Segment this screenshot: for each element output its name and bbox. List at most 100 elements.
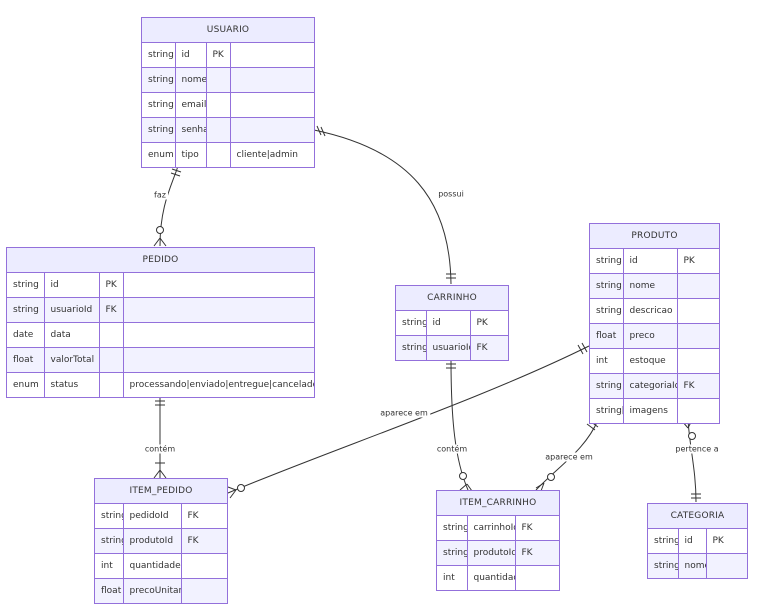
attr-name: nome	[623, 273, 678, 299]
attr-type: string[]	[590, 398, 624, 423]
attr-comment: cliente|admin	[230, 142, 314, 167]
attr-key: FK	[181, 528, 227, 554]
attr-name: imagens	[623, 398, 678, 423]
attr-type: string	[648, 553, 679, 578]
attr-type: string	[142, 43, 176, 68]
label-pertence-a: pertence a	[673, 444, 721, 454]
entity-title: PRODUTO	[590, 224, 719, 249]
attr-type: string	[437, 516, 468, 541]
attr-key	[206, 142, 231, 167]
attr-comment	[230, 43, 314, 68]
attr-key	[181, 578, 227, 603]
attr-type: string	[396, 335, 427, 360]
entity-title: ITEM_CARRINHO	[437, 491, 559, 516]
attr-type: string	[142, 67, 176, 93]
attr-key	[206, 92, 231, 118]
entity-title: CARRINHO	[396, 286, 508, 311]
attr-name: id	[426, 311, 471, 336]
attr-name: nome	[175, 67, 207, 93]
entity-item-pedido[interactable]: ITEM_PEDIDO stringpedidoIdFKstringprodut…	[94, 478, 228, 604]
entity-title: CATEGORIA	[648, 504, 747, 529]
attr-type: enum	[7, 372, 45, 397]
attr-key	[706, 553, 747, 578]
attr-name: id	[44, 273, 100, 298]
attr-type: float	[590, 323, 624, 349]
attr-key: PK	[206, 43, 231, 68]
attr-key	[677, 323, 719, 349]
attr-type: int	[590, 348, 624, 374]
attr-name: quantidade	[467, 565, 516, 590]
attr-key	[677, 348, 719, 374]
attr-comment	[230, 117, 314, 143]
attr-type: string	[95, 504, 124, 529]
attr-type: float	[7, 347, 45, 373]
attr-name: usuarioId	[44, 297, 100, 323]
attr-comment	[123, 322, 314, 348]
entity-title: ITEM_PEDIDO	[95, 479, 227, 504]
attr-name: nome	[678, 553, 707, 578]
attribute-row: stringpedidoIdFK	[95, 504, 227, 529]
attr-type: string	[648, 529, 679, 554]
attr-name: carrinhoId	[467, 516, 516, 541]
attr-type: int	[95, 553, 124, 579]
entity-title: USUARIO	[142, 18, 314, 43]
attr-type: string	[590, 249, 624, 274]
attr-key: FK	[181, 504, 227, 529]
attr-key	[206, 67, 231, 93]
edge-faz	[159, 165, 179, 247]
attr-name: senha	[175, 117, 207, 143]
label-aparece-em-carrinho: aparece em	[543, 452, 595, 462]
label-aparece-em-pedido: aparece em	[378, 408, 430, 418]
attr-type: date	[7, 322, 45, 348]
attr-key: FK	[515, 540, 559, 566]
attr-type: string	[95, 528, 124, 554]
attr-type: string	[7, 297, 45, 323]
attr-key	[99, 322, 124, 348]
attr-type: string	[142, 92, 176, 118]
attr-key	[677, 398, 719, 423]
attr-key: PK	[99, 273, 124, 298]
attribute-row: floatprecoUnitario	[95, 578, 227, 603]
entity-title: PEDIDO	[7, 248, 314, 273]
label-contem-pedido: contém	[142, 444, 178, 454]
edge-aparece-em-pedido	[227, 345, 590, 494]
attr-name: categoriaId	[623, 373, 678, 399]
attr-type: string	[437, 540, 468, 566]
attr-type: string	[590, 273, 624, 299]
attr-name: id	[678, 529, 707, 554]
attr-name: email	[175, 92, 207, 118]
attr-name: estoque	[623, 348, 678, 374]
label-possui: possui	[436, 189, 466, 199]
attr-name: precoUnitario	[123, 578, 182, 603]
attr-type: float	[95, 578, 124, 603]
attr-type: string	[142, 117, 176, 143]
attr-key	[515, 565, 559, 590]
attr-key: FK	[677, 373, 719, 399]
